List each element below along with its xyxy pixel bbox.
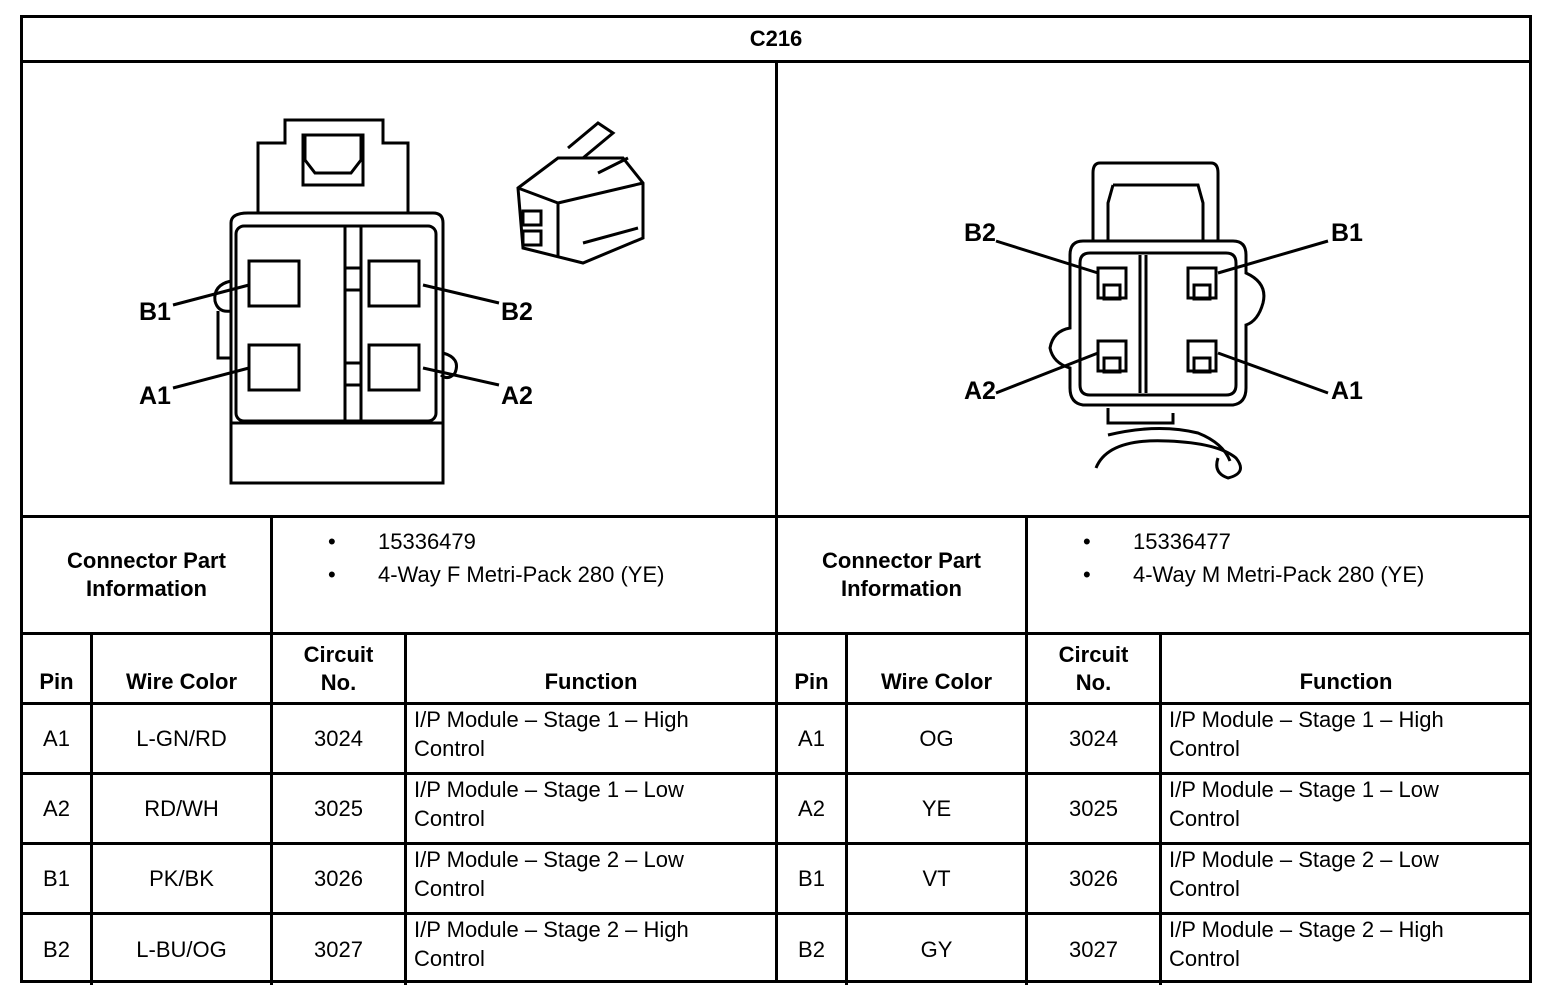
left-connector-panel: B1 A1 B2 A2 Connector Part Information •…	[23, 63, 778, 985]
cell-pin: B2	[778, 915, 848, 985]
cell-pin: A2	[23, 775, 93, 842]
male-connector-drawing: B2 A2 B1 A1	[964, 161, 1363, 480]
cell-color: L-BU/OG	[93, 915, 273, 985]
cell-circuit: 3025	[1028, 775, 1162, 842]
cell-color: OG	[848, 705, 1028, 772]
cell-color: L-GN/RD	[93, 705, 273, 772]
left-info-list: • 15336479 • 4-Way F Metri-Pack 280 (YE)	[273, 528, 775, 594]
list-item: • 4-Way M Metri-Pack 280 (YE)	[1083, 562, 1425, 587]
cell-circuit: 3027	[1028, 915, 1162, 985]
cell-circuit: 3025	[273, 775, 407, 842]
cell-pin: A2	[778, 775, 848, 842]
right-info-label: Connector Part Information	[778, 518, 1028, 632]
left-label-b2: B2	[501, 298, 533, 326]
left-label-b1: B1	[139, 298, 171, 326]
list-item: • 4-Way F Metri-Pack 280 (YE)	[328, 562, 665, 587]
connector-sheet: C216	[20, 15, 1532, 985]
cell-circuit: 3026	[273, 845, 407, 912]
right-label-b1: B1	[1331, 219, 1363, 247]
left-info-label: Connector Part Information	[23, 518, 273, 632]
cell-color: RD/WH	[93, 775, 273, 842]
cell-pin: B1	[23, 845, 93, 912]
cell-pin: A1	[778, 705, 848, 772]
right-connector-panel: B2 A2 B1 A1 Connector Part Information •…	[778, 63, 1532, 985]
cell-circuit: 3027	[273, 915, 407, 985]
cell-pin: A1	[23, 705, 93, 772]
cell-color: YE	[848, 775, 1028, 842]
cell-circuit: 3024	[273, 705, 407, 772]
bullet-icon: •	[1083, 562, 1091, 587]
right-part-info: Connector Part Information • 15336477 • …	[778, 518, 1532, 635]
bullet-icon: •	[328, 562, 336, 587]
right-label-a2: A2	[964, 377, 996, 405]
female-connector-drawing: B1 A1 B2 A2	[139, 118, 645, 485]
cell-color: VT	[848, 845, 1028, 912]
right-label-a1: A1	[1331, 377, 1363, 405]
left-label-a2: A2	[501, 382, 533, 410]
right-info-list: • 15336477 • 4-Way M Metri-Pack 280 (YE)	[1028, 528, 1532, 594]
list-item: • 15336479	[328, 529, 476, 554]
cell-circuit: 3026	[1028, 845, 1162, 912]
cell-color: PK/BK	[93, 845, 273, 912]
bullet-icon: •	[328, 529, 336, 554]
left-connector-figure: B1 A1 B2 A2	[23, 63, 775, 518]
list-item: • 15336477	[1083, 529, 1231, 554]
left-label-a1: A1	[139, 382, 171, 410]
bullet-icon: •	[1083, 529, 1091, 554]
cell-color: GY	[848, 915, 1028, 985]
cell-circuit: 3024	[1028, 705, 1162, 772]
right-label-b2: B2	[964, 219, 996, 247]
cell-pin: B1	[778, 845, 848, 912]
right-connector-figure: B2 A2 B1 A1	[778, 63, 1532, 518]
connector-title: C216	[23, 18, 1529, 63]
left-part-info: Connector Part Information • 15336479 • …	[23, 518, 775, 635]
cell-pin: B2	[23, 915, 93, 985]
